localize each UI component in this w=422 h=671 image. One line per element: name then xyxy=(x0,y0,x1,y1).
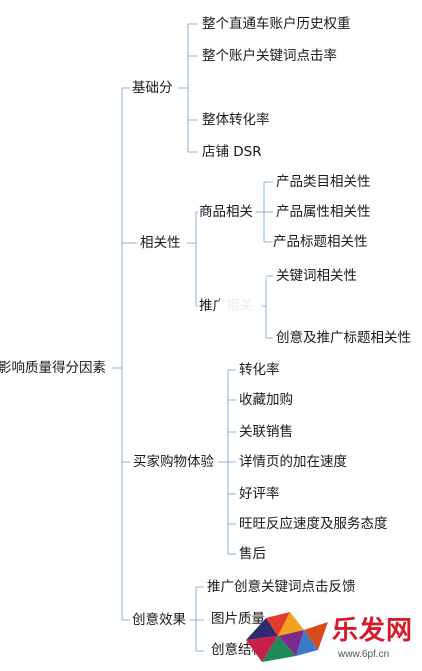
connector-relevance xyxy=(187,211,198,307)
leaf-buyer-5: 好评率 xyxy=(239,486,280,502)
leaf-buyer-2: 收藏加购 xyxy=(239,392,293,408)
leaf-promo-2: 创意及推广标题相关性 xyxy=(276,330,411,346)
leaf-basic-3: 整体转化率 xyxy=(202,112,270,128)
leaf-product-1: 产品类目相关性 xyxy=(276,174,371,190)
leaf-basic-4: 店铺 DSR xyxy=(202,144,262,160)
leaf-buyer-4: 详情页的加在速度 xyxy=(239,454,347,470)
branch-creative: 创意效果 xyxy=(132,612,186,628)
watermark-brand: 乐发网 xyxy=(332,616,414,646)
fog-patch xyxy=(235,268,267,284)
sub-branch-product: 商品相关 xyxy=(199,204,253,220)
leaf-buyer-7: 售后 xyxy=(239,546,266,562)
leaf-promo-1: 关键词相关性 xyxy=(276,268,357,284)
connector-promo xyxy=(260,275,273,339)
leaf-product-3: 产品标题相关性 xyxy=(273,234,368,250)
leaf-buyer-1: 转化率 xyxy=(239,362,280,378)
branch-basic: 基础分 xyxy=(132,80,173,96)
root-node: 影响质量得分因素 xyxy=(0,360,106,376)
branch-relevance: 相关性 xyxy=(140,235,181,251)
leaf-basic-1: 整个直通车账户历史权重 xyxy=(202,16,351,32)
connector-buyer xyxy=(218,369,236,555)
leaf-creative-1: 推广创意关键词点击反馈 xyxy=(207,579,356,595)
connector-creative xyxy=(190,586,204,652)
branch-buyer: 买家购物体验 xyxy=(133,454,214,470)
leaf-buyer-3: 关联销售 xyxy=(239,424,293,440)
connector-root-branches xyxy=(112,87,137,621)
fog-patch xyxy=(218,292,262,318)
leaf-buyer-6: 旺旺反应速度及服务态度 xyxy=(239,516,388,532)
watermark-url: www.6pf.cn xyxy=(338,649,390,660)
leaf-product-2: 产品属性相关性 xyxy=(276,204,371,220)
leaf-basic-2: 整个账户关键词点击率 xyxy=(202,48,337,64)
leaf-creative-2: 图片质量 xyxy=(211,611,265,627)
connector-product xyxy=(256,181,273,243)
connector-basic xyxy=(178,23,198,153)
watermark-logo-icon xyxy=(246,612,328,662)
